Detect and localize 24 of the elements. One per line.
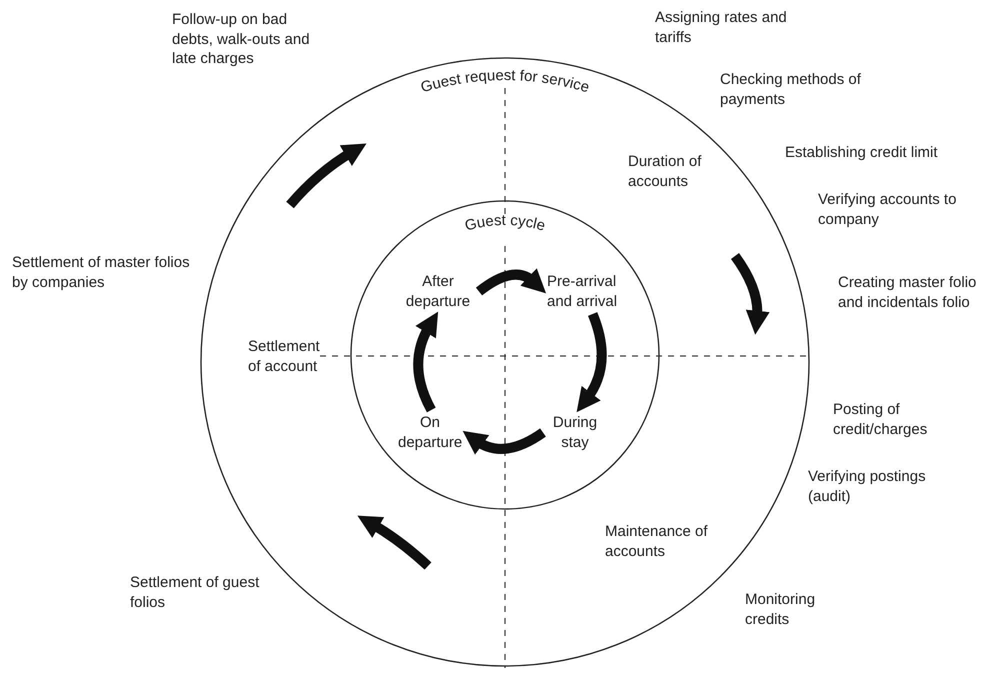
curved-arrow — [577, 312, 607, 413]
stage-label: Settlement of account — [248, 337, 330, 376]
activity-text: Follow-up on bad debts, walk-outs and late charges — [172, 10, 311, 68]
curved-arrow — [413, 311, 438, 412]
stage-label: Maintenance of accounts — [605, 522, 717, 561]
stage-label: During stay — [546, 413, 604, 452]
activity-text: Creating master folio and incidentals folio — [838, 273, 978, 312]
curved-arrow — [462, 428, 546, 455]
circle-title: Guest request for service — [418, 67, 592, 96]
circle-title: Guest cycle — [463, 212, 548, 235]
stage-label: Pre-arrival and arrival — [547, 272, 645, 311]
activity-text: Monitoring credits — [745, 590, 816, 629]
curved-arrow — [476, 268, 547, 296]
activity-text: Verifying postings (audit) — [808, 467, 927, 506]
stage-label: Duration of accounts — [628, 152, 728, 191]
activity-text: Establishing credit limit — [785, 143, 939, 162]
activity-text: Settlement of master folios by companies — [12, 253, 190, 292]
stage-label: After departure — [400, 272, 476, 311]
activity-text: Posting of credit/charges — [833, 400, 928, 439]
activity-text: Verifying accounts to company — [818, 190, 958, 229]
stage-label: On departure — [398, 413, 462, 452]
activity-text: Settlement of guest folios — [130, 573, 260, 612]
activity-text: Checking methods of payments — [720, 70, 862, 109]
activity-text: Assigning rates and tariffs — [655, 8, 788, 47]
